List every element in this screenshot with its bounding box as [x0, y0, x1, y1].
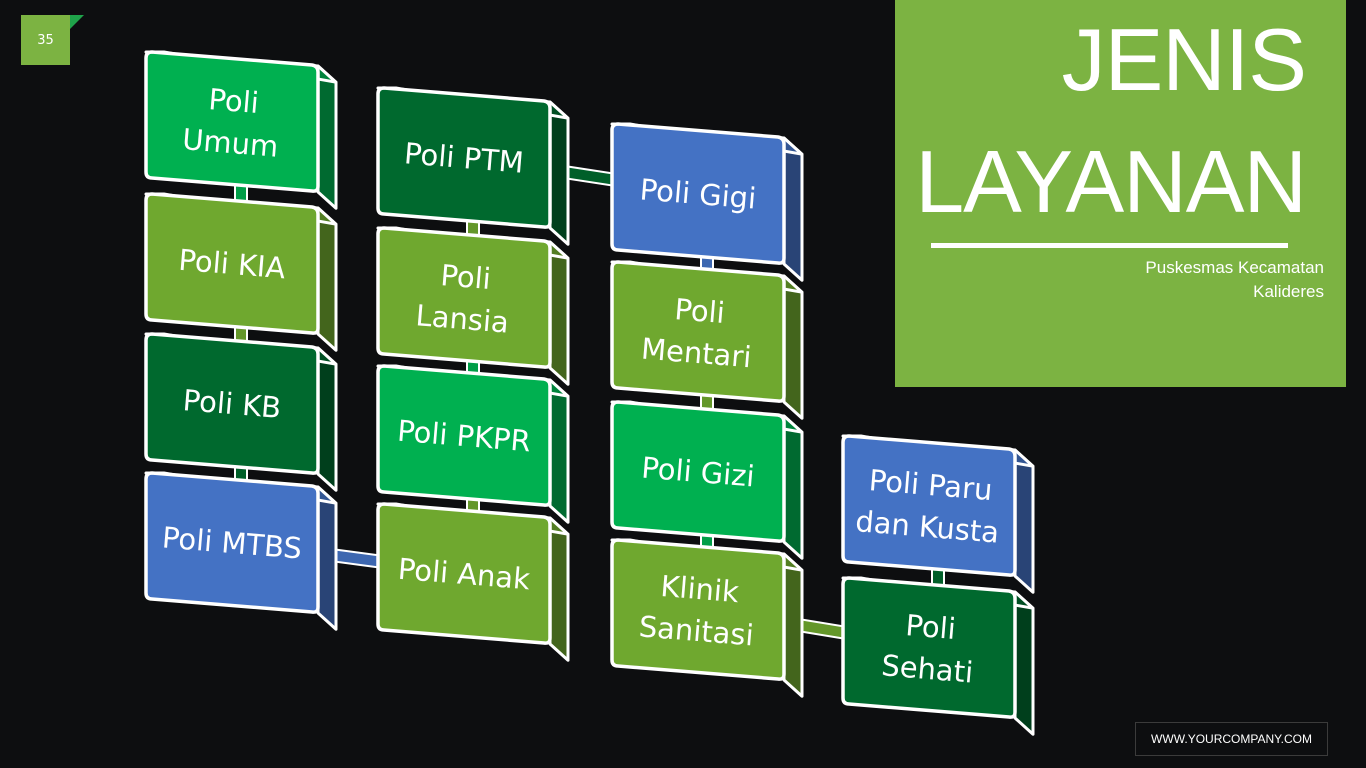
box-side-face: [548, 378, 570, 524]
title-panel: JENIS LAYANAN Puskesmas Kecamatan Kalide…: [895, 0, 1346, 387]
box-side-face: [548, 516, 570, 662]
slide-number: 35: [21, 15, 70, 65]
box-side-face: [316, 206, 338, 352]
slide-number-corner-accent: [70, 15, 84, 29]
box-poli-pkpr: Poli PKPR: [376, 364, 570, 524]
box-label: Poli: [673, 292, 726, 330]
page-title-line1: JENIS: [1061, 10, 1307, 109]
box-poli-ptm: Poli PTM: [376, 86, 570, 246]
box-front-face: [144, 332, 320, 475]
connectors: [234, 122, 945, 655]
box-label: Poli: [904, 608, 957, 646]
box-front-face: [841, 434, 1017, 577]
box-label: Klinik: [659, 569, 740, 609]
box-label: Umum: [181, 122, 280, 164]
box-front-face: [610, 538, 786, 681]
title-divider: [931, 243, 1288, 248]
box-poli-gigi: Poli Gigi: [610, 122, 804, 282]
box-poli-kia: Poli KIA: [144, 192, 338, 352]
page-subtitle: Puskesmas Kecamatan Kalideres: [1064, 256, 1324, 304]
box-poli-kb: Poli KB: [144, 332, 338, 492]
box-side-face: [782, 274, 804, 420]
box-label: Poli: [207, 82, 260, 120]
box-front-face: [144, 192, 320, 335]
box-label: Lansia: [414, 298, 510, 339]
box-label: Sehati: [880, 648, 974, 689]
box-side-face: [316, 346, 338, 492]
box-front-face: [376, 86, 552, 229]
subtitle-line1: Puskesmas Kecamatan: [1145, 258, 1324, 277]
box-side-face: [1013, 448, 1035, 594]
box-side-face: [782, 414, 804, 560]
box-front-face: [376, 502, 552, 645]
subtitle-line2: Kalideres: [1253, 282, 1324, 301]
box-front-face: [841, 576, 1017, 719]
box-side-face: [316, 485, 338, 631]
box-side-face: [1013, 590, 1035, 736]
box-poli-gizi: Poli Gizi: [610, 400, 804, 560]
box-side-face: [782, 552, 804, 698]
box-front-face: [610, 400, 786, 543]
box-front-face: [144, 471, 320, 614]
box-poli-mtbs: Poli MTBS: [144, 471, 338, 631]
box-front-face: [610, 122, 786, 265]
box-side-face: [782, 136, 804, 282]
box-front-face: [376, 364, 552, 507]
box-label: Poli: [439, 258, 492, 296]
box-side-face: [548, 240, 570, 386]
box-poli-anak: Poli Anak: [376, 502, 570, 662]
box-front-face: [376, 226, 552, 369]
box-side-face: [548, 100, 570, 246]
box-front-face: [610, 260, 786, 403]
box-label: Poli KB: [182, 383, 283, 425]
footer-url[interactable]: WWW.YOURCOMPANY.COM: [1135, 722, 1328, 756]
box-side-face: [316, 64, 338, 210]
page-title-line2: LAYANAN: [915, 132, 1307, 231]
box-front-face: [144, 50, 320, 193]
